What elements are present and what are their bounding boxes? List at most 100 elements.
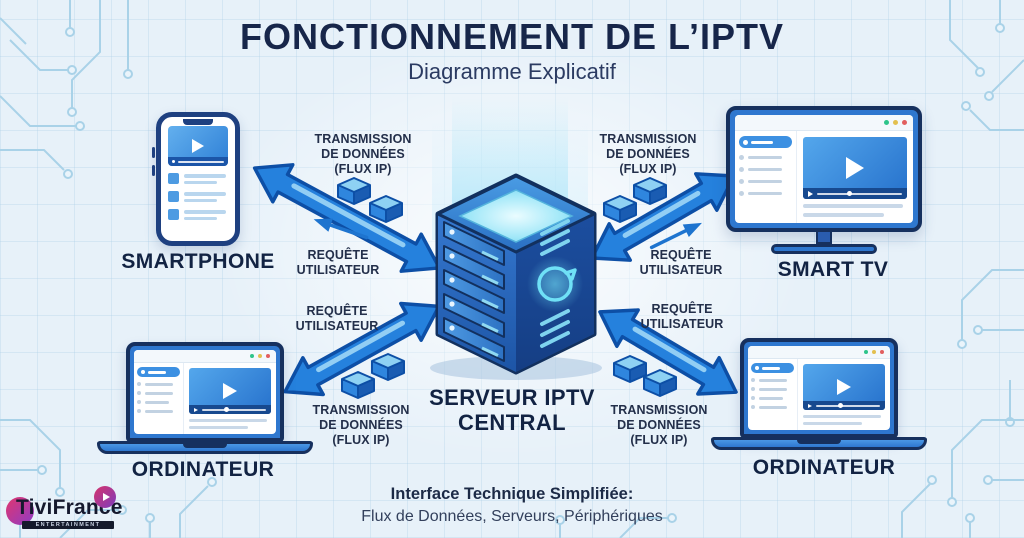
sidebar-item bbox=[739, 155, 792, 160]
phone-notch bbox=[183, 119, 213, 125]
label-transmission-bottom-left: TRANSMISSION DE DONNÉES (FLUX IP) bbox=[312, 403, 410, 447]
computer-left-illustration bbox=[97, 342, 313, 454]
server-top-glow bbox=[458, 189, 574, 243]
logo-tagline: ENTERTAINMENT bbox=[35, 522, 101, 528]
video-player bbox=[803, 137, 907, 199]
video-controls bbox=[189, 405, 271, 414]
label-computer-left: ORDINATEUR bbox=[131, 458, 275, 481]
sidebar-item bbox=[751, 387, 794, 391]
thumbnail-icon bbox=[168, 209, 179, 220]
play-icon bbox=[223, 383, 237, 399]
server-slots bbox=[443, 221, 505, 362]
window-dot-red bbox=[266, 354, 270, 358]
laptop-base bbox=[97, 441, 313, 454]
list-item bbox=[168, 191, 228, 202]
window-dot-green bbox=[864, 350, 868, 354]
sidebar-item-active bbox=[137, 367, 180, 377]
progress-bar bbox=[202, 406, 266, 412]
label-request-top-left: REQUÊTE UTILISATEUR bbox=[296, 248, 380, 277]
tv-stand-base bbox=[771, 244, 877, 254]
label-smartphone: SMARTPHONE bbox=[121, 250, 275, 273]
sidebar-menu bbox=[134, 363, 184, 434]
sidebar-item-active bbox=[751, 363, 794, 373]
sidebar-menu bbox=[748, 359, 798, 430]
sidebar-item bbox=[751, 378, 794, 382]
window-dot-yellow bbox=[872, 350, 876, 354]
sidebar-menu bbox=[735, 131, 797, 223]
server-logo-icon bbox=[527, 256, 583, 312]
play-icon bbox=[846, 157, 864, 179]
player-dot bbox=[172, 160, 175, 163]
label-smart-tv: SMART TV bbox=[777, 258, 889, 281]
window-dot-yellow bbox=[893, 120, 898, 125]
request-arrow-top-left bbox=[313, 218, 369, 240]
laptop-screen bbox=[740, 338, 898, 438]
page-title: FONCTIONNEMENT DE L’IPTV bbox=[239, 16, 785, 57]
page-subtitle: Diagramme Explicatif bbox=[408, 59, 616, 84]
data-packet-icon bbox=[369, 195, 403, 223]
window-dot-red bbox=[902, 120, 907, 125]
label-transmission-top-right: TRANSMISSION DE DONNÉES (FLUX IP) bbox=[599, 132, 697, 176]
video-player bbox=[168, 126, 228, 166]
play-icon bbox=[808, 403, 812, 408]
data-packet-icon bbox=[643, 369, 677, 397]
data-packet-icon bbox=[603, 195, 637, 223]
text-lines bbox=[803, 415, 885, 425]
footer-heading: Interface Technique Simplifiée: bbox=[390, 485, 634, 503]
window-controls bbox=[748, 346, 890, 359]
request-arrow-top-right bbox=[649, 222, 702, 250]
laptop-screen bbox=[126, 342, 284, 442]
play-icon bbox=[192, 139, 204, 153]
arrow-server-computer-right bbox=[598, 308, 738, 396]
logo-circle bbox=[6, 497, 34, 525]
thumbnail-icon bbox=[168, 191, 179, 202]
window-controls bbox=[735, 115, 913, 131]
play-icon bbox=[837, 379, 851, 395]
play-icon bbox=[808, 190, 813, 197]
server-vents bbox=[540, 219, 570, 348]
laptop-notch bbox=[797, 440, 841, 444]
label-computer-right: ORDINATEUR bbox=[752, 456, 896, 479]
label-request-top-right: REQUÊTE UTILISATEUR bbox=[639, 248, 723, 277]
sidebar-item bbox=[137, 400, 180, 404]
window-controls bbox=[134, 350, 276, 363]
thumbnail-icon bbox=[168, 173, 179, 184]
progress-bar bbox=[816, 402, 880, 408]
video-controls bbox=[803, 188, 907, 199]
sidebar-item bbox=[739, 167, 792, 172]
sidebar-item bbox=[751, 396, 794, 400]
computer-right-illustration bbox=[711, 338, 927, 450]
sidebar-item-active bbox=[739, 136, 792, 148]
label-request-bottom-right: REQUÊTE UTILISATEUR bbox=[640, 302, 724, 331]
tv-frame bbox=[726, 106, 922, 232]
video-controls bbox=[168, 157, 228, 166]
smartphone-illustration bbox=[152, 112, 240, 246]
tv-stand-neck bbox=[816, 232, 832, 244]
text-lines bbox=[803, 204, 907, 217]
sidebar-item bbox=[751, 405, 794, 409]
label-transmission-top-left: TRANSMISSION DE DONNÉES (FLUX IP) bbox=[314, 132, 412, 176]
window-dot-green bbox=[884, 120, 889, 125]
play-icon bbox=[194, 407, 198, 412]
window-dot-yellow bbox=[258, 354, 262, 358]
phone-button bbox=[152, 147, 155, 158]
window-dot-green bbox=[250, 354, 254, 358]
list-item bbox=[168, 173, 228, 184]
data-packet-icon bbox=[633, 177, 667, 205]
data-packet-icon bbox=[337, 177, 371, 205]
phone-button bbox=[152, 165, 155, 176]
data-packet-icon bbox=[371, 353, 405, 381]
laptop-base bbox=[711, 437, 927, 450]
sidebar-item bbox=[739, 179, 792, 184]
progress-bar bbox=[178, 160, 224, 163]
logo-tagline-bar: ENTERTAINMENT bbox=[22, 521, 114, 529]
tivifrance-logo: TiviFrance ENTERTAINMENT bbox=[6, 486, 136, 538]
video-player bbox=[189, 368, 271, 414]
sidebar-item bbox=[739, 191, 792, 196]
footer-description: Flux de Données, Serveurs, Périphériques bbox=[361, 508, 663, 525]
smart-tv-illustration bbox=[726, 106, 922, 254]
data-packet-icon bbox=[341, 371, 375, 399]
